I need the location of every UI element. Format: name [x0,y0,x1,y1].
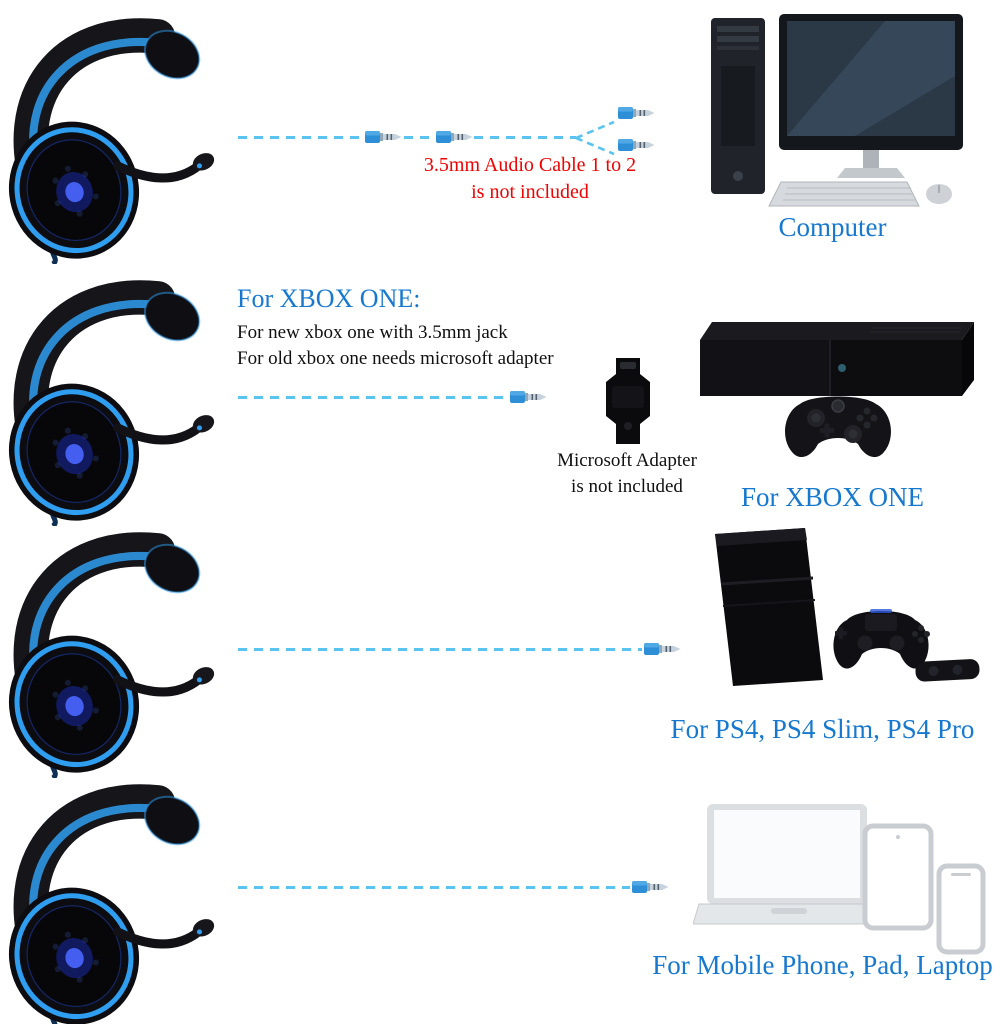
adapter-note-line2: is not included [571,476,683,498]
tablet [862,823,934,931]
cable-dash-line [238,396,508,399]
computer-label: Computer [778,212,887,242]
cable-note-line1: 3.5mm Audio Cable 1 to 2 [423,154,637,176]
xbox-label: For XBOX ONE [740,482,924,512]
audio-jack-icon [436,128,474,146]
cable-dash-line [474,136,576,139]
cable-not-included-note: 3.5mm Audio Cable 1 to 2 is not included [420,152,640,206]
ps4-illustration [715,528,980,686]
adapter-not-included-note: Microsoft Adapter is not included [537,448,717,500]
mobile-label: For Mobile Phone, Pad, Laptop [652,950,993,980]
cable-note-line2: is not included [471,181,589,203]
xbox-note-line2: For old xbox one needs microsoft adapter [237,348,554,369]
smartphone [936,863,986,955]
gaming-headset-illustration [0,772,236,1024]
keyboard [768,181,920,207]
cable-dash-line [238,136,365,139]
audio-jack-icon [618,104,656,122]
audio-jack-icon [644,640,682,658]
xbox-console [700,322,974,396]
ps4-camera [915,659,980,682]
computer-illustration [711,14,963,207]
audio-jack-icon [365,128,403,146]
audio-jack-icon [510,388,548,406]
gaming-headset-illustration [0,6,236,264]
ps4-console [715,528,823,686]
microsoft-adapter-icon [596,356,660,446]
laptop [693,804,890,925]
xbox-note-line1: For new xbox one with 3.5mm jack [237,322,508,343]
mobile-devices-illustration [693,804,986,955]
gaming-headset-illustration [0,268,236,526]
cable-dash-line [404,136,434,139]
xbox-controller [785,396,891,458]
ps4-label: For PS4, PS4 Slim, PS4 Pro [670,714,975,744]
y-splitter-lines [576,120,615,156]
mouse [926,184,952,204]
adapter-note-line1: Microsoft Adapter [557,450,697,471]
xbox-one-illustration [700,322,974,458]
audio-jack-icon [632,878,670,896]
xbox-heading: For XBOX ONE: [237,284,421,313]
desktop-tower [711,18,765,194]
cable-dash-line [238,648,642,651]
cable-dash-line [238,886,630,889]
monitor [779,14,963,178]
gaming-headset-illustration [0,520,236,778]
ps4-controller [833,609,930,669]
